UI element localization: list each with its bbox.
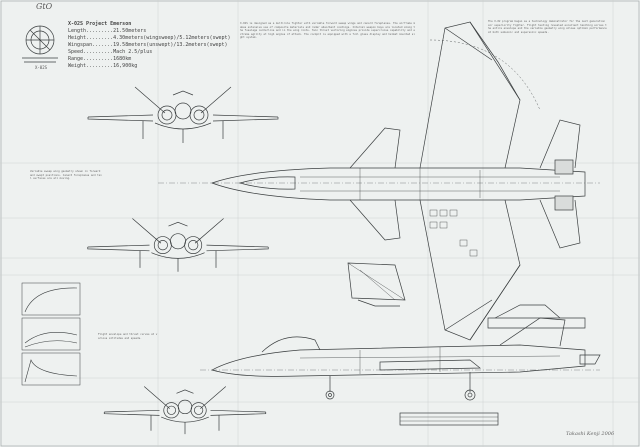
emblem-caption: X-02S bbox=[34, 65, 48, 70]
front-intake-right-inner bbox=[194, 405, 204, 415]
side-fuselage bbox=[211, 344, 586, 377]
corner-note: GtO bbox=[36, 2, 53, 11]
spec-row: Length.........21.50meters bbox=[68, 28, 147, 34]
front-view-low bbox=[103, 386, 267, 435]
side-main-wheel bbox=[464, 389, 476, 401]
front-intake-right-inner bbox=[193, 109, 205, 121]
plan-panel-lines bbox=[300, 168, 560, 200]
front-vertical-tail bbox=[143, 386, 227, 409]
plan-access-panel bbox=[469, 249, 478, 257]
front-wing-underside bbox=[87, 117, 279, 122]
plan-sweep-arc bbox=[429, 39, 541, 111]
emblem-logo bbox=[22, 25, 58, 63]
front-wing bbox=[104, 409, 266, 413]
plan-nozzle-lower bbox=[554, 195, 574, 211]
graph-curve bbox=[24, 359, 78, 383]
performance-graphs bbox=[21, 282, 81, 386]
canard-detail-base bbox=[357, 299, 400, 307]
graph-frame bbox=[21, 352, 81, 386]
plan-canard-upper bbox=[349, 127, 401, 169]
front-vertical-tail bbox=[132, 218, 224, 244]
graph-curve bbox=[24, 332, 78, 348]
signature: Takashi Kenji 2006 bbox=[566, 431, 615, 437]
front-intake-right-inner bbox=[188, 240, 199, 251]
spec-block: X-02S Project Emerson Length.........21.… bbox=[68, 21, 238, 70]
canard-detail-view bbox=[347, 262, 406, 307]
emblem-cross bbox=[26, 26, 54, 54]
plan-access-panel bbox=[429, 221, 438, 229]
weapon-bay-detail bbox=[399, 412, 499, 426]
front-view-forward bbox=[87, 218, 269, 272]
front-wing-underside bbox=[103, 412, 267, 416]
centerlines bbox=[158, 182, 600, 371]
side-nose-wheel bbox=[325, 390, 335, 400]
plan-access-panel bbox=[439, 209, 448, 217]
plan-canard-lower bbox=[349, 199, 401, 241]
front-intake-right bbox=[189, 105, 209, 125]
plan-wing-upper-detail bbox=[444, 21, 521, 101]
front-intake-left bbox=[163, 402, 180, 419]
canard-detail-lines bbox=[347, 262, 406, 301]
front-intake-left-inner bbox=[157, 240, 168, 251]
front-view-swept bbox=[87, 86, 279, 143]
side-vertical-tail bbox=[499, 317, 566, 347]
plan-access-panel bbox=[449, 209, 458, 217]
plan-access-panel bbox=[429, 209, 438, 217]
front-wing-underside bbox=[87, 247, 269, 252]
description-text-side: Flight envelope and thrust curves at var… bbox=[98, 333, 158, 340]
front-wing bbox=[87, 114, 279, 118]
plan-tail-upper bbox=[539, 119, 581, 169]
spec-row: Range..........1680km bbox=[68, 56, 132, 62]
front-spine bbox=[176, 389, 194, 394]
emblem-underline bbox=[22, 57, 58, 63]
front-spine bbox=[172, 90, 194, 96]
top-plan-view bbox=[210, 21, 586, 341]
plan-nozzle-upper bbox=[554, 159, 574, 175]
side-landing-gear bbox=[329, 372, 471, 392]
plan-fuselage bbox=[210, 167, 586, 201]
side-canopy bbox=[261, 336, 321, 353]
description-text-right: The X-02 program began as a technology d… bbox=[488, 20, 607, 34]
graph-frame bbox=[21, 282, 81, 316]
front-intake-right bbox=[190, 402, 207, 419]
front-wing bbox=[87, 244, 269, 248]
front-intake-left bbox=[153, 236, 172, 255]
spec-row: Height.........4.30meters(wingsweep)/5.1… bbox=[68, 35, 231, 41]
plan-access-panel bbox=[459, 239, 468, 247]
section-body bbox=[487, 317, 586, 329]
spec-row: Speed..........Mach 2.5/plus bbox=[68, 49, 153, 55]
description-text-left: Variable sweep wing geometry shown in fo… bbox=[30, 170, 102, 181]
plan-tail-lower bbox=[539, 199, 581, 249]
plan-access-panel bbox=[439, 221, 448, 229]
spec-title: X-02S Project Emerson bbox=[68, 21, 132, 27]
front-intake-left-inner bbox=[161, 109, 173, 121]
front-landing-gear bbox=[150, 415, 220, 435]
plan-wing-lower-detail bbox=[444, 264, 521, 341]
front-spine bbox=[168, 221, 188, 227]
graph-frame bbox=[21, 317, 81, 351]
front-intake-left bbox=[157, 105, 177, 125]
side-main-hub bbox=[467, 392, 473, 398]
front-landing-gear bbox=[142, 121, 224, 143]
side-nose-hub bbox=[328, 393, 332, 397]
front-intake-right bbox=[184, 236, 203, 255]
front-vertical-tail bbox=[134, 86, 232, 114]
side-profile-view bbox=[211, 317, 586, 401]
front-landing-gear bbox=[139, 250, 217, 272]
graph-curve bbox=[24, 287, 78, 313]
section-detail-view bbox=[487, 304, 601, 365]
section-nozzle bbox=[579, 354, 601, 365]
weapon-bay-rails bbox=[400, 416, 498, 422]
front-intake-left-inner bbox=[166, 405, 176, 415]
section-top bbox=[494, 304, 561, 319]
centerline bbox=[158, 182, 600, 371]
description-text-main: X-02S is designed as a multirole fighter… bbox=[240, 22, 415, 40]
spec-row: Wingspan.......19.58meters(unswept)/13.2… bbox=[68, 42, 228, 48]
spec-row: Weight.........16,900kg bbox=[68, 63, 138, 69]
weapon-bay-outline bbox=[399, 412, 499, 426]
